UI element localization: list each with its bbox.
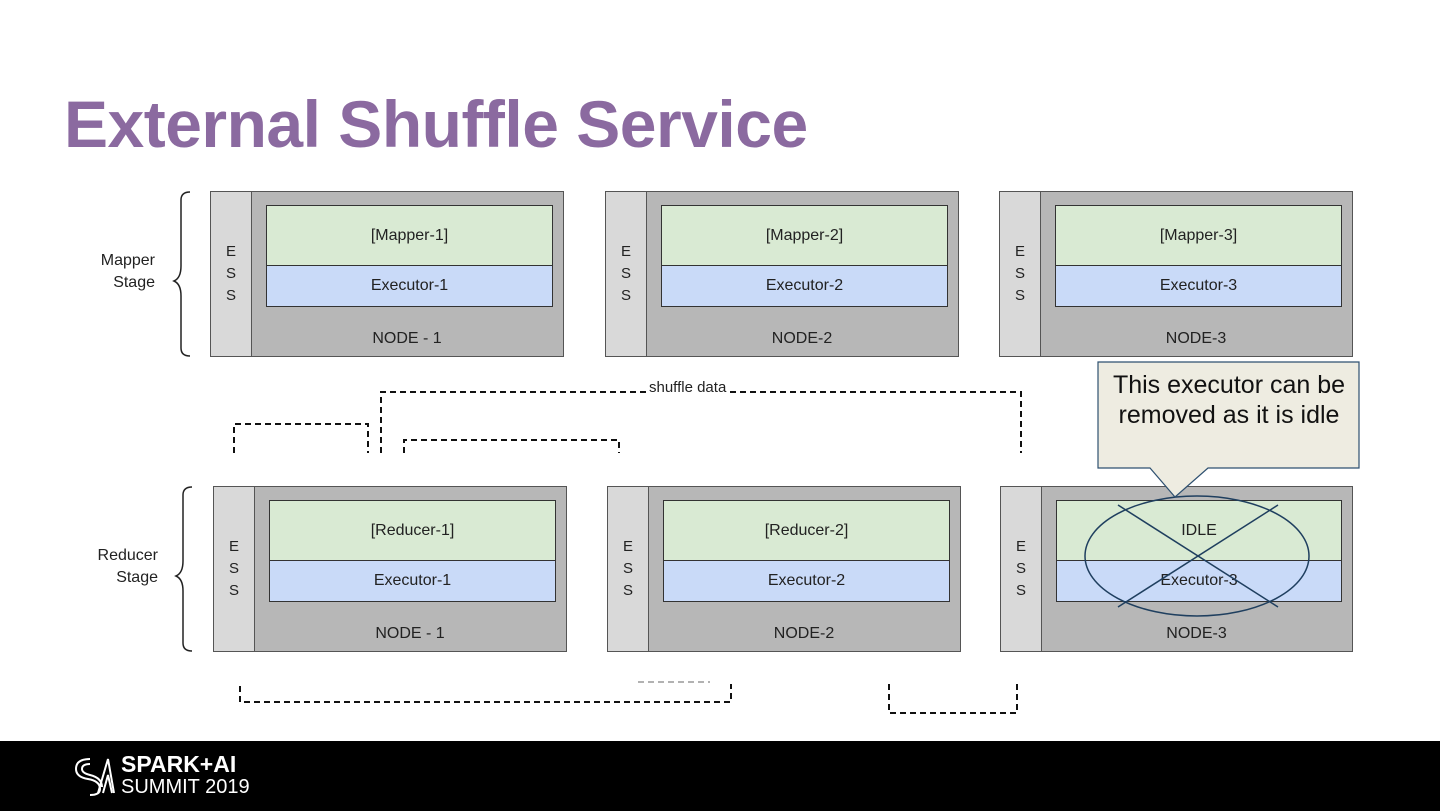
executor: Executor-2 bbox=[661, 265, 948, 307]
mapper-task: [Mapper-2] bbox=[661, 205, 948, 266]
node-label: NODE-2 bbox=[771, 330, 833, 347]
shuffle-line-mid bbox=[403, 439, 620, 453]
node-label: NODE-3 bbox=[1166, 625, 1227, 642]
footer-bar: SPARK+AI SUMMIT 2019 bbox=[0, 741, 1440, 811]
executor: Executor-1 bbox=[269, 560, 556, 602]
node-label: NODE - 1 bbox=[375, 625, 445, 642]
mapper-brace bbox=[172, 191, 191, 357]
spark-ai-logo-icon bbox=[74, 758, 115, 796]
callout-text: This executor can be removed as it is id… bbox=[1112, 371, 1346, 429]
node-label: NODE - 1 bbox=[372, 330, 442, 347]
shuffle-data-label: shuffle data bbox=[647, 381, 729, 394]
shuffle-line-bottom-right bbox=[888, 684, 1018, 714]
mapper-task: [Mapper-3] bbox=[1055, 205, 1342, 266]
executor: Executor-1 bbox=[266, 265, 553, 307]
reducer-brace bbox=[174, 486, 193, 652]
logo-line1: SPARK+AI bbox=[121, 751, 237, 777]
reducer-task: [Reducer-1] bbox=[269, 500, 556, 561]
node-label: NODE-3 bbox=[1165, 330, 1227, 347]
slide-title: External Shuffle Service bbox=[64, 87, 808, 161]
node-label: NODE-2 bbox=[773, 625, 835, 642]
reducer-stage-label: Reducer Stage bbox=[97, 547, 158, 586]
executor: Executor-3 bbox=[1056, 560, 1342, 602]
callout-box bbox=[1097, 361, 1360, 498]
logo-line2: SUMMIT 2019 bbox=[121, 776, 250, 798]
reducer-task: [Reducer-2] bbox=[663, 500, 950, 561]
mapper-task: [Mapper-1] bbox=[266, 205, 553, 266]
mapper-stage-label: Mapper Stage bbox=[100, 252, 155, 291]
shuffle-line-left bbox=[233, 423, 369, 453]
executor: Executor-2 bbox=[663, 560, 950, 602]
shuffle-line-bottom-left bbox=[239, 684, 732, 703]
executor: Executor-3 bbox=[1055, 265, 1342, 307]
idle-task: IDLE bbox=[1056, 500, 1342, 561]
crossed-out-ellipse bbox=[1084, 495, 1310, 617]
